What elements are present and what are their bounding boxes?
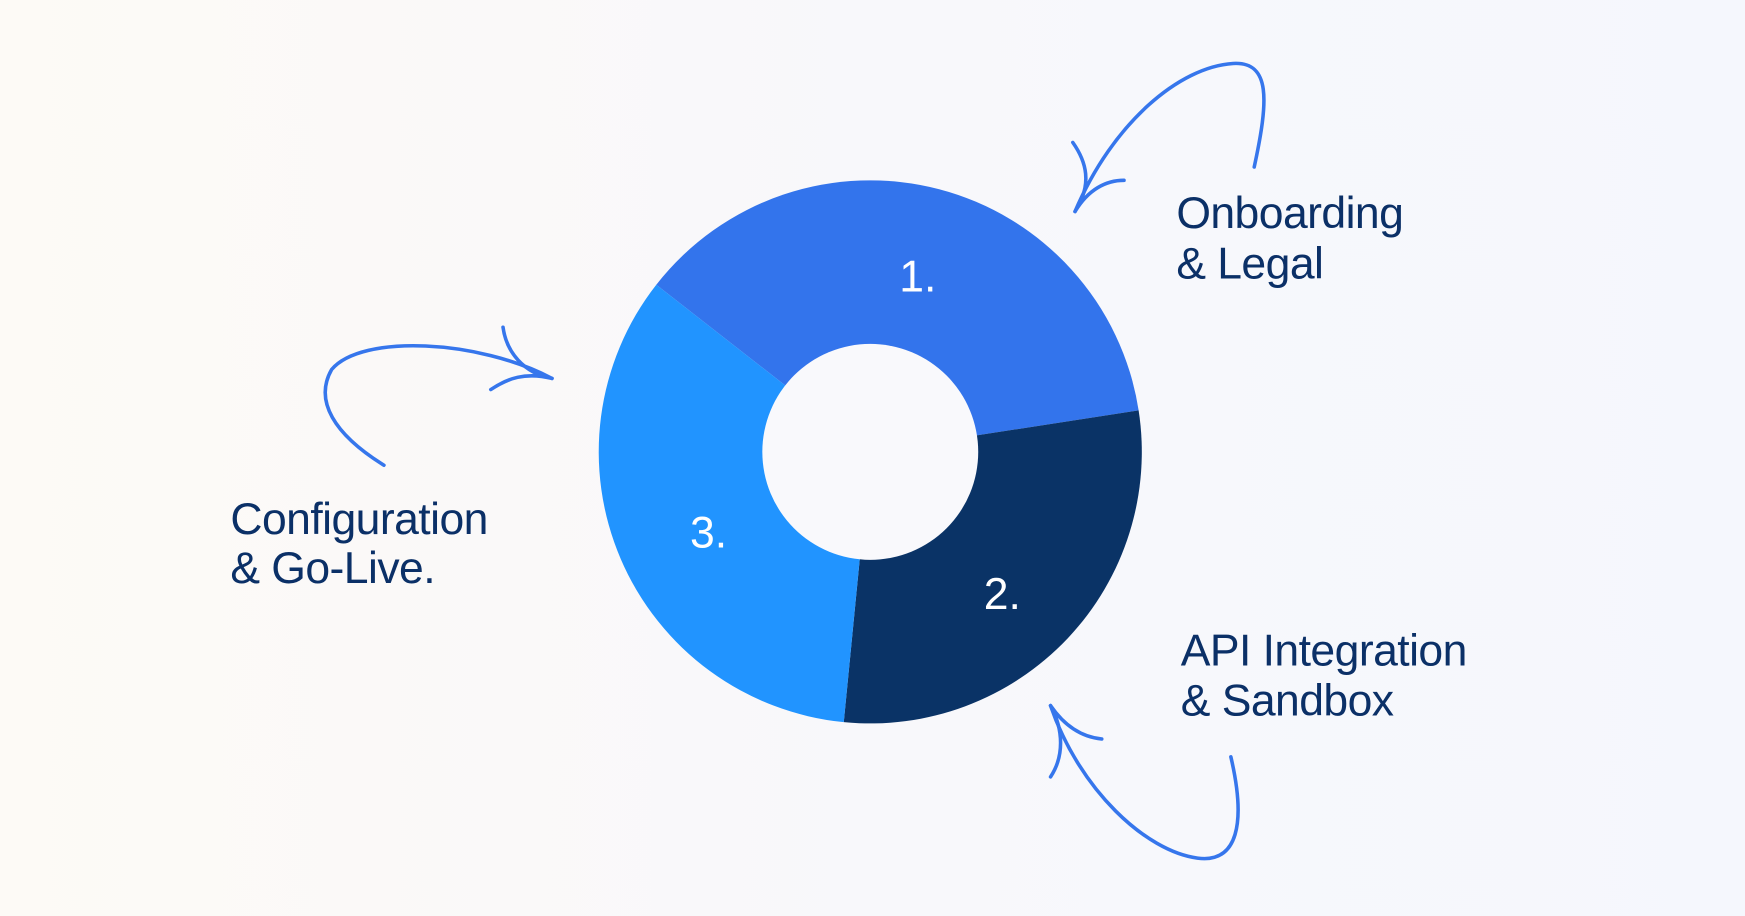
donut-segment-1 (656, 180, 1139, 452)
label-api-integration-sandbox: API Integration & Sandbox (1181, 627, 1468, 726)
label-line: & Sandbox (1181, 677, 1394, 726)
curved-arrow-icon (1071, 61, 1266, 214)
curved-arrow-icon (1048, 703, 1240, 861)
label-line: Onboarding (1176, 189, 1403, 238)
label-line: & Go-Live. (230, 544, 435, 593)
segment-3-number: 3. (690, 509, 727, 558)
label-line: & Legal (1176, 239, 1323, 288)
segment-1-number: 1. (899, 253, 936, 302)
label-onboarding-legal: Onboarding & Legal (1176, 189, 1404, 288)
label-line: API Integration (1181, 627, 1467, 676)
label-line: Configuration (230, 495, 487, 544)
donut-segment-3 (598, 284, 871, 723)
label-configuration-go-live: Configuration & Go-Live. (230, 495, 488, 593)
curved-arrow-icon (323, 325, 554, 468)
donut-hole (762, 343, 979, 560)
segment-2-number: 2. (984, 570, 1021, 619)
